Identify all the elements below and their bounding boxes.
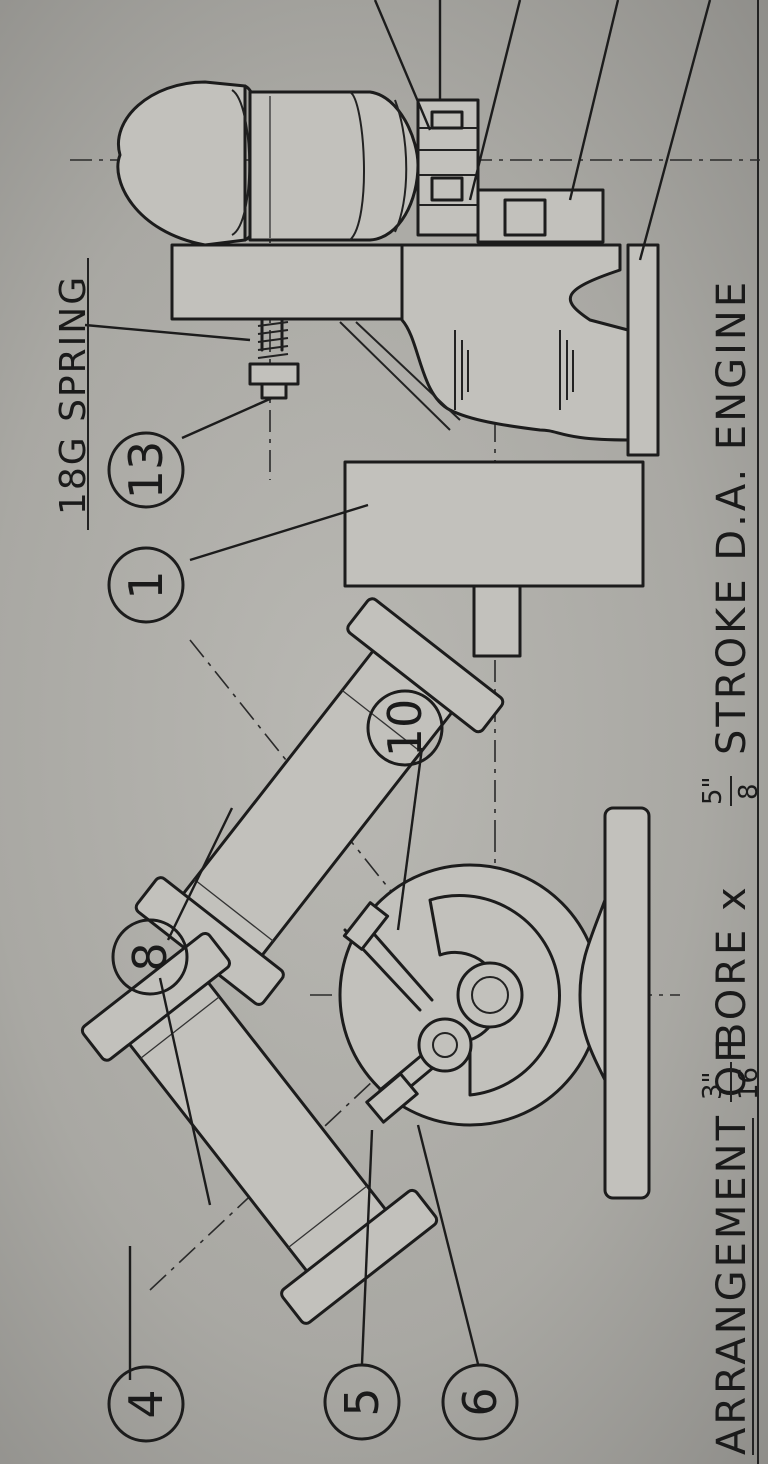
crank-pin-outer (456, 961, 524, 1029)
upper-piston-rod (342, 901, 434, 1012)
balloon-6: 6 (441, 1363, 519, 1441)
balloon-10: 10 (366, 689, 444, 767)
lower-cylinder (80, 931, 439, 1325)
front-base-plate (603, 806, 651, 1200)
front-base-pedestal (578, 898, 607, 1082)
flywheel (343, 460, 645, 588)
crankshaft (472, 584, 522, 658)
side-view-base (626, 243, 660, 457)
title-stroke-denominator: 8 (734, 783, 764, 800)
balloon-13: 13 (107, 431, 185, 509)
title-part3: STROKE D.A. ENGINE (709, 279, 755, 755)
part-label-4: 4 (119, 1389, 173, 1418)
cylinder-end-cap (116, 80, 247, 247)
title-bore-numerator: 3" (698, 1071, 728, 1100)
spring-note: 18G SPRING (53, 258, 94, 530)
balloon-1: 1 (107, 546, 185, 624)
cylinder-body (248, 90, 420, 242)
spring-stud (248, 318, 300, 400)
part-label-5: 5 (335, 1387, 389, 1416)
crosshead-pin (417, 1017, 473, 1073)
part-label-1: 1 (119, 570, 173, 599)
balloon-4: 4 (107, 1365, 185, 1443)
leader-lines (84, 0, 712, 1380)
balloon-5: 5 (323, 1363, 401, 1441)
title-part1: ARRANGEMENT OF (709, 1037, 755, 1455)
part-label-13: 13 (119, 441, 173, 500)
standard-flange (170, 243, 404, 321)
standard-column (400, 243, 630, 442)
balloon-8: 8 (111, 918, 189, 996)
title-stroke-numerator: 5" (698, 776, 728, 805)
drawing-title: ARRANGEMENT OF 3" 16 BORE x 5" 8 STROKE … (698, 279, 764, 1455)
front-view (80, 597, 680, 1325)
title-bore-denominator: 16 (734, 1067, 764, 1100)
title-part2: BORE x (709, 884, 755, 1050)
part-label-6: 6 (453, 1387, 507, 1416)
lower-piston-rod (365, 1017, 473, 1124)
part-label-10: 10 (378, 699, 432, 758)
part-label-8: 8 (123, 942, 177, 971)
